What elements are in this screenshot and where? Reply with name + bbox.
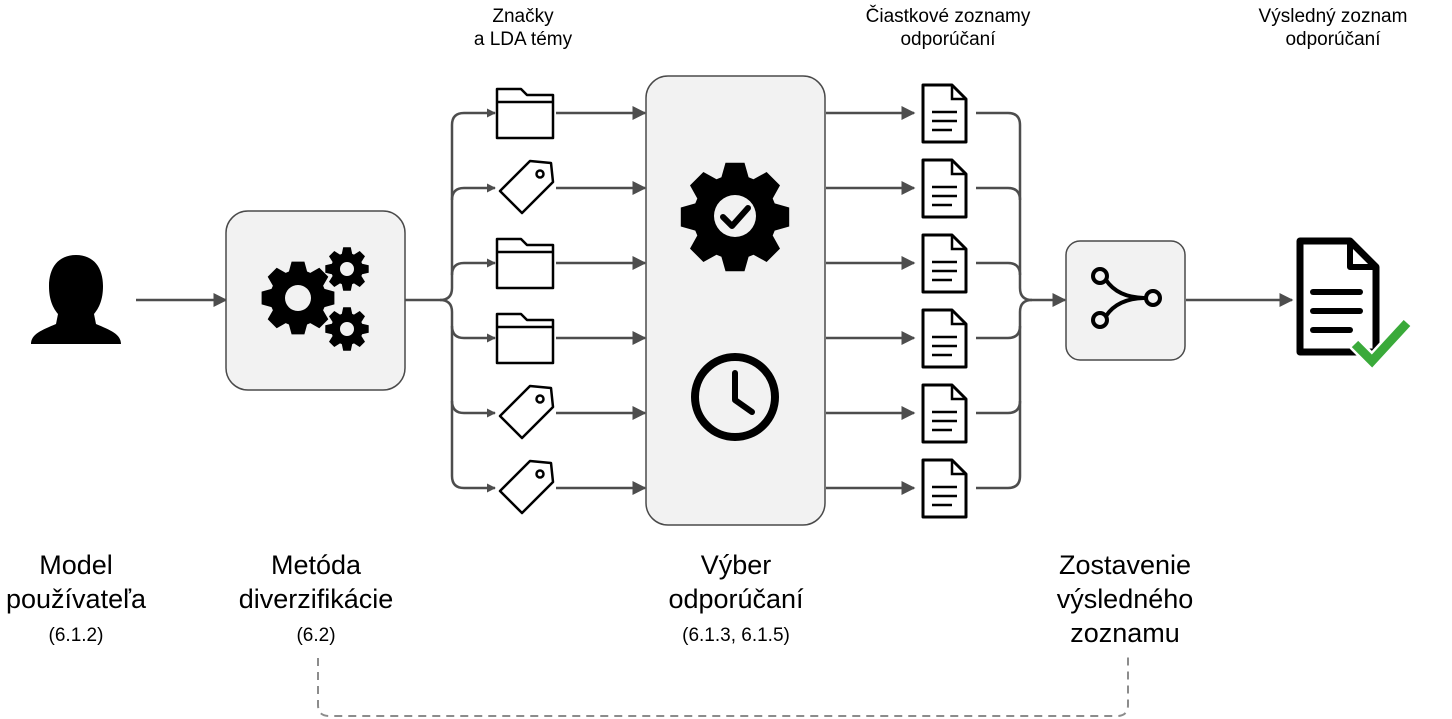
- header-tags-topics-line2: a LDA témy: [473, 28, 573, 50]
- header-partial-lists-line2: odporúčaní: [900, 28, 996, 50]
- label-composition-line3: zoznamu: [1070, 617, 1180, 648]
- gear-check-icon: [680, 162, 790, 272]
- folder-icon: [495, 237, 555, 290]
- header-partial-lists-line1: Čiastkové zoznamy: [865, 6, 1031, 27]
- partial-list-documents: [921, 83, 968, 519]
- tag-icon: [498, 159, 555, 215]
- label-diversification: Metóda diverzifikácie: [216, 549, 416, 617]
- feedback-dashed-connector: [317, 656, 1129, 717]
- document-icon: [921, 158, 968, 219]
- label-user-model: Model používateľa: [0, 549, 162, 617]
- label-user-model-line1: Model: [39, 550, 113, 580]
- document-icon: [921, 308, 968, 369]
- label-diversification-line2: diverzifikácie: [238, 583, 394, 614]
- label-composition-line2: výsledného: [1056, 583, 1194, 614]
- ref-user-model: (6.1.2): [48, 625, 104, 646]
- tag-icon: [498, 459, 555, 515]
- ref-selection: (6.1.3, 6.1.5): [682, 625, 790, 646]
- header-tags-topics: Značky a LDA témy: [448, 6, 598, 52]
- document-icon: [921, 233, 968, 294]
- fan-in-connectors: [976, 111, 1067, 490]
- clock-icon: [691, 353, 779, 441]
- folder-icon: [495, 312, 555, 365]
- document-icon: [921, 458, 968, 519]
- header-partial-lists: Čiastkové zoznamy odporúčaní: [838, 6, 1058, 52]
- input-icons: [495, 87, 555, 515]
- merge-icon: [1091, 267, 1162, 329]
- selection-box: [645, 75, 826, 526]
- label-composition: Zostavenie výsledného zoznamu: [1030, 549, 1220, 650]
- header-tags-topics-line1: Značky: [492, 6, 554, 27]
- folder-icon: [495, 87, 555, 140]
- document-icon: [921, 383, 968, 444]
- ref-diversification: (6.2): [296, 625, 336, 646]
- input-to-selection-arrows: [556, 106, 647, 495]
- gears-icon: [261, 247, 369, 351]
- label-selection-line1: Výber: [700, 550, 772, 580]
- user-silhouette-icon: [31, 255, 121, 344]
- document-check-icon: [1296, 237, 1414, 368]
- label-composition-line1: Zostavenie: [1058, 550, 1192, 580]
- fan-out-connectors: [405, 108, 496, 493]
- label-selection: Výber odporúčaní: [636, 549, 836, 617]
- label-selection-line2: odporúčaní: [668, 583, 804, 614]
- tag-icon: [498, 384, 555, 440]
- header-final-list: Výsledný zoznam odporúčaní: [1228, 6, 1438, 52]
- selection-to-partial-lists-arrows: [826, 106, 916, 495]
- document-icon: [921, 83, 968, 144]
- label-diversification-line1: Metóda: [270, 550, 362, 580]
- header-final-list-line2: odporúčaní: [1285, 28, 1381, 50]
- header-final-list-line1: Výsledný zoznam: [1258, 6, 1408, 27]
- label-user-model-line2: používateľa: [6, 583, 146, 614]
